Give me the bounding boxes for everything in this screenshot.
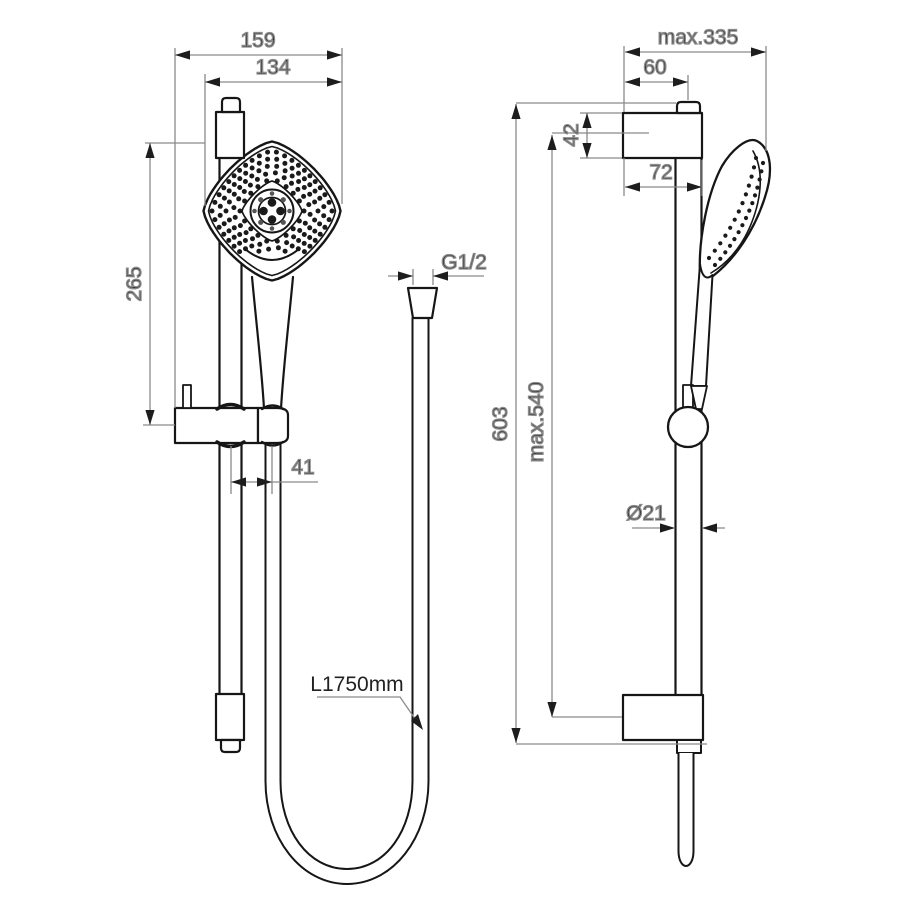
extension-lines [143, 46, 767, 745]
front-rail-top-cap [220, 96, 242, 114]
dim-72: 72 [625, 160, 702, 192]
side-handle [690, 263, 714, 387]
center-jet-inner-circle [257, 196, 287, 226]
shower-head-front-inner-line [207, 145, 337, 277]
dimension-label: 60 [643, 56, 666, 79]
dim-g12: G1/2 [388, 250, 487, 281]
dimension-label: 41 [291, 456, 314, 479]
dim-max540: max.540 [524, 135, 557, 717]
dim-max335: max.335 [625, 25, 766, 57]
shower-head-center-ring [241, 180, 303, 242]
front-slider-lock-pin [182, 384, 192, 409]
dimension-label: max.335 [658, 26, 739, 49]
side-hose-end [677, 752, 695, 867]
front-handle-left-edge [250, 275, 266, 411]
front-bottom-bracket-sleeve [214, 692, 246, 742]
front-bracket-handle-notch-top [260, 404, 285, 411]
dimension-label: 159 [240, 29, 275, 52]
side-hose-connector [676, 739, 702, 754]
hose-length-label: L1750mm [310, 673, 403, 696]
dimension-label: 265 [123, 266, 146, 301]
dimension-label: 134 [255, 56, 290, 79]
front-bracket-rail-notch-top [215, 402, 246, 411]
front-view [173, 96, 439, 885]
front-bracket-handle-notch-bottom [260, 440, 285, 447]
hose-outer-line [264, 317, 430, 885]
front-slider-handle-holder [256, 406, 290, 445]
hose-length-leader: L1750mm [310, 673, 423, 730]
dimension-label: max.540 [525, 382, 548, 463]
dimension-label: 42 [560, 123, 583, 146]
side-top-wall-bracket [621, 111, 704, 160]
dim-159: 159 [175, 28, 342, 60]
shower-head-side-face-line [710, 150, 762, 274]
center-jet-dots [252, 191, 292, 231]
side-rail-top-cap [675, 100, 702, 115]
hose-inner-line [279, 317, 414, 870]
side-bottom-wall-bracket [621, 693, 705, 742]
leader-arrowhead [411, 714, 423, 730]
side-slider-knob [666, 405, 710, 449]
dim-41: 41 [231, 455, 318, 487]
shower-head-bottom-curve [244, 248, 300, 261]
dimension-label: G1/2 [441, 251, 487, 274]
dimension-label: Ø21 [626, 502, 666, 525]
dim-265: 265 [122, 143, 155, 425]
dim-d21: Ø21 [625, 501, 725, 533]
hose-g12-connector [406, 286, 439, 320]
dim-134: 134 [205, 55, 342, 87]
dim-603: 603 [488, 104, 521, 743]
shower-head-nozzle-dots [209, 149, 335, 255]
front-rail-end-cap [219, 738, 242, 754]
dimension-label: 72 [649, 161, 672, 184]
dim-42: 42 [559, 113, 592, 158]
side-view [621, 100, 772, 867]
dim-60: 60 [625, 55, 688, 87]
front-handle-right-edge [279, 275, 295, 411]
shower-head-side-nozzles [706, 155, 766, 268]
front-slider-bracket-body [173, 406, 260, 445]
dimension-label: 603 [489, 406, 512, 441]
side-handle-to-knob-wedge [690, 385, 708, 410]
front-top-bracket-sleeve [214, 110, 246, 160]
center-jet-outer-circle [249, 188, 295, 234]
